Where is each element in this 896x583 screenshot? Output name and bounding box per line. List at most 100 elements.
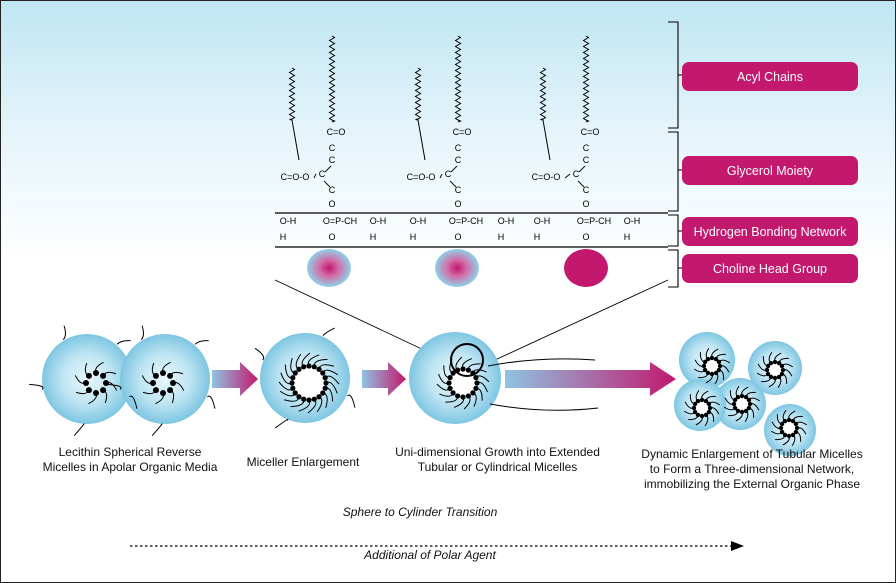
head-dot xyxy=(100,372,107,379)
stage4-core-3 xyxy=(723,385,761,423)
caption-sphere-to-cylinder: Sphere to Cylinder Transition xyxy=(342,505,498,519)
carbonyl-group: C=O xyxy=(327,127,346,137)
caption-stage3-line2: Tubular or Cylindrical Micelles xyxy=(417,460,578,474)
free-strand xyxy=(116,340,131,345)
caption-stage4: Dynamic Enlargement of Tubular Micelles … xyxy=(628,447,876,492)
head-dot xyxy=(320,390,326,396)
head-dot xyxy=(296,394,302,400)
stage4-core-fill-1 xyxy=(704,358,720,374)
head-dot xyxy=(717,363,723,369)
head-dot xyxy=(746,397,752,403)
acyl-chain-short xyxy=(539,67,551,161)
head-dot xyxy=(699,397,705,403)
head-dot xyxy=(447,385,453,391)
head-dot xyxy=(732,405,738,411)
head-dot xyxy=(764,367,770,373)
head-dot xyxy=(316,366,322,372)
water-molecule: O-HH xyxy=(624,216,641,242)
bond-line xyxy=(450,165,458,173)
head-dot xyxy=(152,387,159,394)
head-dot xyxy=(470,390,476,396)
backbone-carbon: C xyxy=(573,169,580,179)
caption-stage1-line2: Micelles in Apolar Organic Media xyxy=(42,460,218,474)
head-dot xyxy=(465,367,471,373)
head-dot xyxy=(776,374,782,380)
free-strand xyxy=(254,347,265,361)
head-dot xyxy=(735,394,741,400)
head-dot xyxy=(306,397,312,403)
stage4-core-fill-3 xyxy=(734,396,750,412)
backbone-carbon: C xyxy=(455,185,462,195)
free-strand xyxy=(73,423,85,436)
free-strand xyxy=(107,383,122,390)
head-dot xyxy=(85,387,92,394)
head-dot xyxy=(85,372,92,379)
head-dot xyxy=(743,408,749,414)
head-dot xyxy=(786,417,792,423)
stage4-core-5 xyxy=(770,409,808,447)
hbond-bracket xyxy=(668,214,682,247)
stage4-core-1 xyxy=(693,347,731,385)
stage4-core-4 xyxy=(683,389,721,427)
acyl-chain-long xyxy=(582,35,590,123)
caption-stage3: Uni-dimensional Growth into Extended Tub… xyxy=(385,445,610,475)
hydrogen-atom: H xyxy=(410,232,417,242)
arrow-stage1-to-2 xyxy=(212,362,258,396)
caption-stage4-line2: to Form a Three-dimensional Network, xyxy=(649,462,855,476)
head-dot xyxy=(793,421,799,427)
caption-stage2: Miceller Enlargement xyxy=(233,455,373,470)
head-dot xyxy=(776,360,782,366)
head-dot xyxy=(460,366,466,372)
head-dot xyxy=(167,372,174,379)
stage4-core-fill-2 xyxy=(767,362,783,378)
head-dot xyxy=(301,396,307,402)
bond-line xyxy=(449,180,457,188)
head-dot xyxy=(779,421,785,427)
head-dot xyxy=(103,380,109,386)
head-dot xyxy=(780,367,786,373)
head-dot xyxy=(311,396,317,402)
free-strand xyxy=(29,383,44,390)
phosphate-oxygen: O xyxy=(454,199,461,209)
head-dot xyxy=(702,359,708,365)
head-dot xyxy=(473,375,479,381)
head-dot xyxy=(296,366,302,372)
head-dot xyxy=(703,398,709,404)
backbone-carbon: C xyxy=(319,169,326,179)
head-dot xyxy=(731,401,737,407)
bond-line xyxy=(577,180,585,188)
head-dot xyxy=(779,371,785,377)
stage1-core-left xyxy=(74,361,118,405)
stage3-tube-line-top xyxy=(487,358,596,367)
choline-bracket xyxy=(668,249,682,288)
caption-stage4-line3: immobilizing the External Organic Phase xyxy=(643,477,861,491)
head-dot xyxy=(705,370,711,376)
head-dot xyxy=(768,374,774,380)
head-dot xyxy=(735,408,741,414)
water-molecule: O-HH xyxy=(534,216,551,242)
acyl-chain-long xyxy=(328,35,336,123)
arrow-stage3-to-4 xyxy=(505,362,676,396)
head-dot xyxy=(779,363,785,369)
head-dot xyxy=(322,385,328,391)
head-dot xyxy=(705,356,711,362)
stage4-core-2 xyxy=(756,351,794,389)
head-dot xyxy=(691,405,697,411)
head-dot xyxy=(311,364,317,370)
head-dot xyxy=(772,359,778,365)
head-dot xyxy=(706,409,712,415)
hydroxyl-group: O-H xyxy=(534,216,551,226)
label-hydrogen-bonding-network: Hydrogen Bonding Network xyxy=(682,217,858,246)
head-dot xyxy=(692,409,698,415)
acyl-chain-short xyxy=(288,67,300,161)
head-dot xyxy=(747,401,753,407)
choline-head-1 xyxy=(307,249,351,287)
backbone-carbon: C xyxy=(329,185,336,195)
head-dot xyxy=(793,429,799,435)
lecithin-molecules: C=OCCCCOC=O-OO=P-CHOC=OCCCCOC=O-OO=P-CHO… xyxy=(281,35,611,242)
head-dot xyxy=(290,385,296,391)
bond-line xyxy=(324,165,332,173)
head-dot xyxy=(790,418,796,424)
